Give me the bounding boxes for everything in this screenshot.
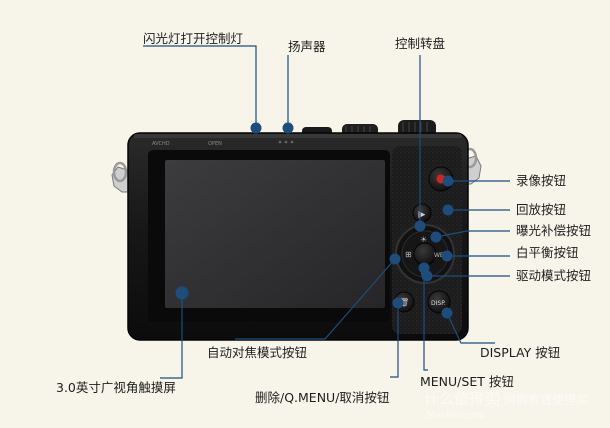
display-button[interactable] [427,290,451,314]
lcd-screen [165,160,385,308]
watermark-url: Meidebi.com [426,411,486,421]
callout-display: DISPLAY 按钮 [480,345,561,360]
callout-delete-qmenu: 删除/Q.MENU/取消按钮 [255,390,390,405]
callout-exposure-comp: 曝光补偿按钮 [516,223,592,238]
delete-icon: 🗑 [399,298,409,307]
watermark-divider: | [496,390,502,408]
playback-icon: ▶ [419,210,426,220]
callout-menu-set: MENU/SET 按钮 [420,374,514,389]
callout-drive-mode: 驱动模式按钮 [516,268,592,283]
flash-lamp-indicator [278,140,282,144]
display-button-label: DISP. [431,300,446,307]
callout-white-balance: 白平衡按钮 [516,245,579,260]
menu-set-button[interactable] [413,242,437,266]
watermark-site: 什么值得买 [424,390,500,408]
white-balance-label: WB [434,252,444,259]
watermark-slogan: 网购有钱便得买 [504,393,589,407]
callout-lines [143,45,510,379]
callout-speaker: 扬声器 [288,39,326,54]
callout-af-mode: 自动对焦模式按钮 [207,345,308,360]
af-mode-icon: ⊞ [405,250,412,259]
callout-dots [175,122,454,319]
exposure-comp-icon: ☀ [420,235,427,244]
callout-flash-lamp: 闪光灯打开控制灯 [143,31,244,46]
callout-playback: 回放按钮 [516,202,567,217]
callout-record: 录像按钮 [516,173,567,188]
speaker-hole-icon [284,140,288,144]
brand-mark: AVCHD [152,141,170,147]
camera-top-bevel [134,134,462,138]
callout-touchscreen: 3.0英寸广视角触摸屏 [56,380,176,395]
callout-control-dial: 控制转盘 [395,36,446,51]
open-label: OPEN [208,141,222,147]
